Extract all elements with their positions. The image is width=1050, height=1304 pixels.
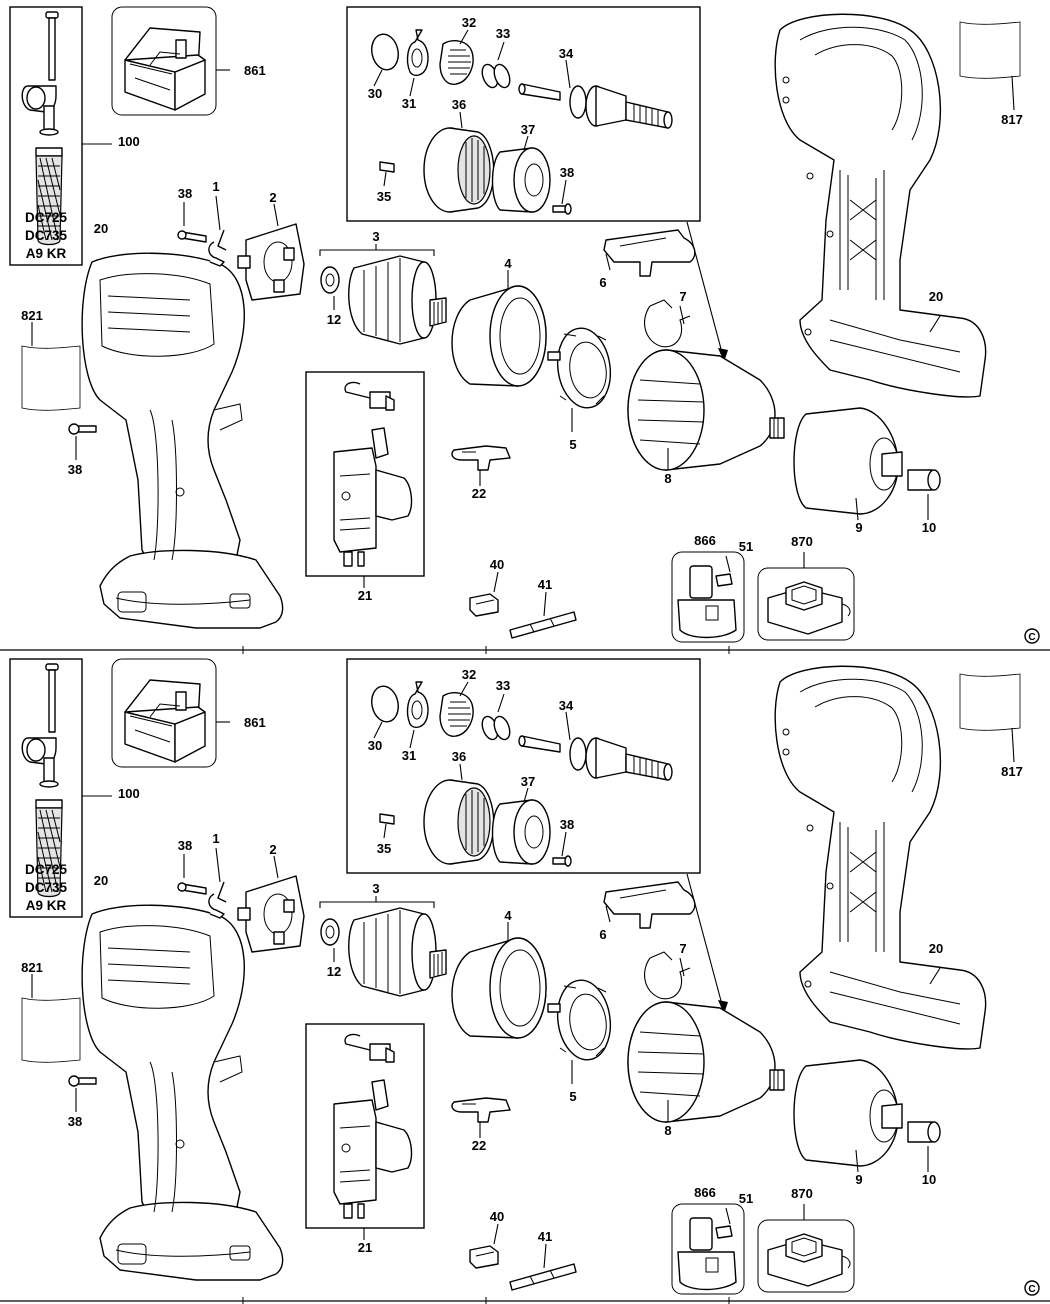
part-label-34: 34 xyxy=(559,46,574,61)
part-label-8: 8 xyxy=(664,471,671,486)
kit-model-1: DC725 xyxy=(25,862,68,877)
part-label-861: 861 xyxy=(244,715,266,730)
svg-text:C: C xyxy=(1028,1284,1035,1295)
part-label-817: 817 xyxy=(1001,112,1023,127)
part-label-10: 10 xyxy=(922,1172,936,1187)
part-label-2: 2 xyxy=(269,842,276,857)
part-label-40: 40 xyxy=(490,1209,504,1224)
part-label-21: 21 xyxy=(358,588,372,603)
part-label-32: 32 xyxy=(462,667,476,682)
part-label-37: 37 xyxy=(521,774,535,789)
part-label-817: 817 xyxy=(1001,764,1023,779)
part-label-20-right: 20 xyxy=(929,289,943,304)
part-label-36: 36 xyxy=(452,97,466,112)
part-label-30: 30 xyxy=(368,738,382,753)
part-label-38-left: 38 xyxy=(68,1114,82,1129)
part-label-22: 22 xyxy=(472,1138,486,1153)
part-label-5: 5 xyxy=(569,437,576,452)
kit-model-3: A9 KR xyxy=(26,898,67,913)
part-label-12: 12 xyxy=(327,312,341,327)
part-label-35: 35 xyxy=(377,841,391,856)
part-label-7: 7 xyxy=(679,941,686,956)
kit-model-2: DC735 xyxy=(25,228,68,243)
part-label-21: 21 xyxy=(358,1240,372,1255)
part-label-6: 6 xyxy=(599,275,606,290)
part-label-37: 37 xyxy=(521,122,535,137)
part-label-38-left: 38 xyxy=(68,462,82,477)
part-label-51: 51 xyxy=(739,1191,753,1206)
part-label-2: 2 xyxy=(269,190,276,205)
copyright-mark xyxy=(1024,628,1040,644)
svg-text:C: C xyxy=(1028,632,1035,643)
part-label-870: 870 xyxy=(791,534,813,549)
part-label-10: 10 xyxy=(922,520,936,535)
part-label-861: 861 xyxy=(244,63,266,78)
part-label-12: 12 xyxy=(327,964,341,979)
copyright-mark xyxy=(1024,1280,1040,1296)
part-label-20-left: 20 xyxy=(94,221,108,236)
part-label-38-top: 38 xyxy=(178,186,192,201)
part-label-34: 34 xyxy=(559,698,574,713)
part-label-6: 6 xyxy=(599,927,606,942)
part-label-32: 32 xyxy=(462,15,476,30)
part-label-31: 31 xyxy=(402,96,416,111)
part-label-7: 7 xyxy=(679,289,686,304)
part-label-8: 8 xyxy=(664,1123,671,1138)
part-label-41: 41 xyxy=(538,577,552,592)
part-label-20-left: 20 xyxy=(94,873,108,888)
part-label-866: 866 xyxy=(694,1185,716,1200)
part-label-100: 100 xyxy=(118,786,140,801)
part-label-9: 9 xyxy=(855,1172,862,1187)
part-label-1: 1 xyxy=(212,179,219,194)
part-label-38-detail: 38 xyxy=(560,165,574,180)
part-label-33: 33 xyxy=(496,678,510,693)
upper-panel: DC725 DC735 A9 KR 100 861 30 31 32 33 34… xyxy=(9,6,1040,644)
part-label-31: 31 xyxy=(402,748,416,763)
part-label-22: 22 xyxy=(472,486,486,501)
part-label-38-top: 38 xyxy=(178,838,192,853)
part-label-4: 4 xyxy=(504,256,512,271)
part-label-3: 3 xyxy=(372,881,379,896)
part-label-3: 3 xyxy=(372,229,379,244)
part-label-9: 9 xyxy=(855,520,862,535)
part-label-4: 4 xyxy=(504,908,512,923)
part-label-38-detail: 38 xyxy=(560,817,574,832)
lower-panel: DC725 DC735 A9 KR 100 861 30 31 32 33 34… xyxy=(9,658,1040,1296)
kit-model-1: DC725 xyxy=(25,210,68,225)
part-label-51: 51 xyxy=(739,539,753,554)
kit-model-3: A9 KR xyxy=(26,246,67,261)
part-label-30: 30 xyxy=(368,86,382,101)
part-label-35: 35 xyxy=(377,189,391,204)
part-label-36: 36 xyxy=(452,749,466,764)
part-label-20-right: 20 xyxy=(929,941,943,956)
part-label-40: 40 xyxy=(490,557,504,572)
part-label-870: 870 xyxy=(791,1186,813,1201)
part-label-821: 821 xyxy=(21,308,43,323)
part-label-5: 5 xyxy=(569,1089,576,1104)
kit-model-2: DC735 xyxy=(25,880,68,895)
part-label-1: 1 xyxy=(212,831,219,846)
part-label-33: 33 xyxy=(496,26,510,41)
part-label-41: 41 xyxy=(538,1229,552,1244)
part-label-821: 821 xyxy=(21,960,43,975)
part-label-866: 866 xyxy=(694,533,716,548)
part-label-100: 100 xyxy=(118,134,140,149)
